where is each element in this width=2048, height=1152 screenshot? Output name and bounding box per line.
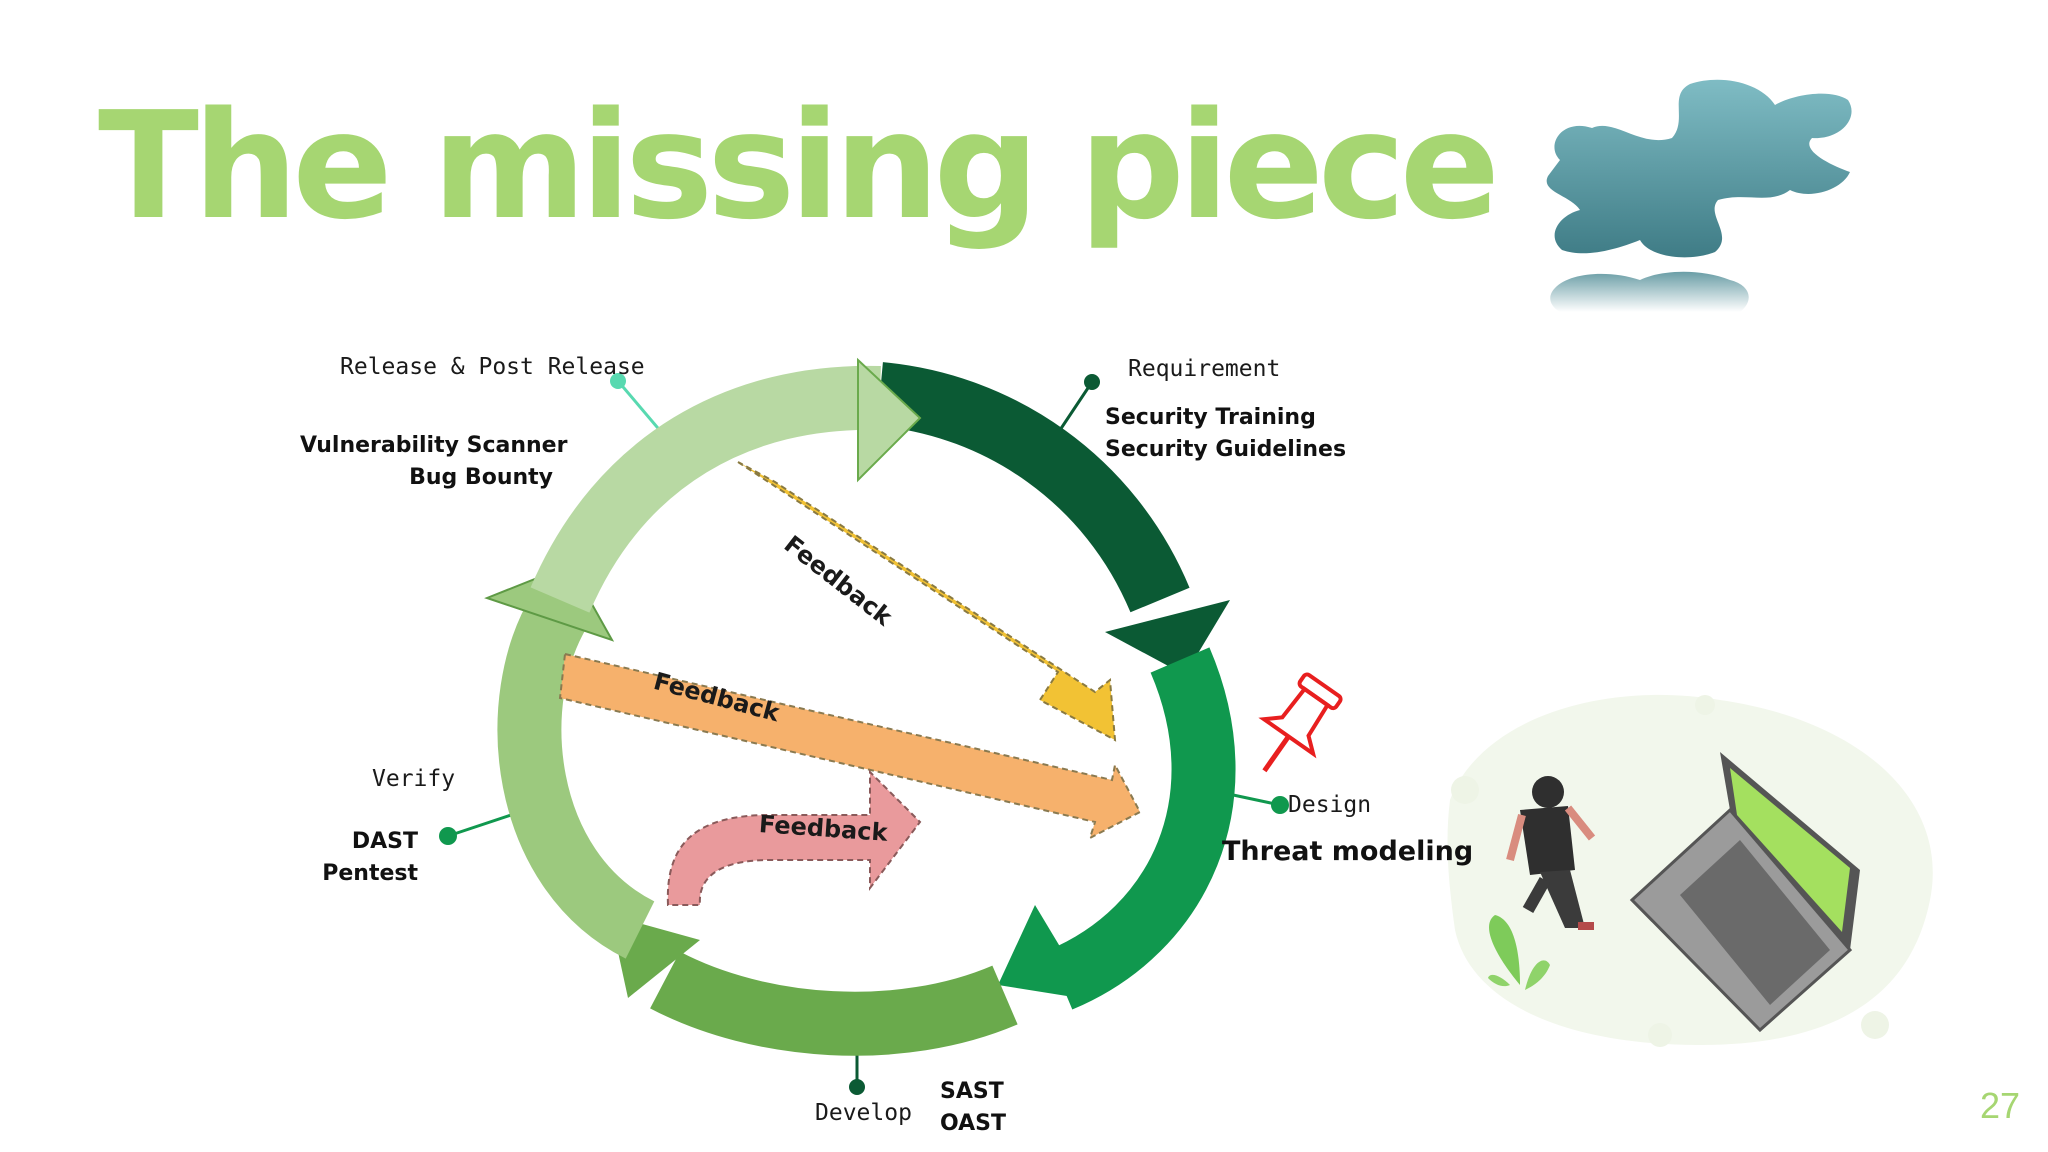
phase-requirement-label: Requirement <box>1128 356 1281 382</box>
person-with-laptop-illustration <box>1447 694 1933 1047</box>
release-dot <box>610 373 626 389</box>
develop-item: SAST <box>940 1079 1004 1104</box>
feedback-arrow-pink <box>666 769 922 906</box>
phase-verify-items: DAST Pentest <box>300 826 418 890</box>
push-pin-icon <box>1258 672 1343 773</box>
arrowhead-dark <box>1105 600 1230 675</box>
verify-item: DAST <box>351 829 418 854</box>
arrowhead-mid <box>998 905 1092 1000</box>
person-figure <box>1506 776 1596 930</box>
feedback-arrow-orange <box>558 652 1142 840</box>
requirement-item: Security Guidelines <box>1105 437 1347 462</box>
verify-dot <box>439 827 457 845</box>
arrowhead-pale <box>857 357 922 483</box>
feedback-arrow-yellow <box>737 461 1117 742</box>
plant-icon <box>1488 915 1550 990</box>
phase-develop-label: Develop <box>815 1100 912 1126</box>
phase-release-items: Vulnerability Scanner Bug Bounty <box>300 430 568 494</box>
sdlc-cycle-ring <box>484 357 1236 1056</box>
threat-modeling-label: Threat modeling <box>1222 836 1474 867</box>
verify-item: Pentest <box>322 861 418 886</box>
release-item: Bug Bounty <box>409 465 553 490</box>
feedback-arrows <box>558 461 1142 906</box>
page-number: 27 <box>1980 1085 2021 1126</box>
develop-item: OAST <box>940 1111 1006 1136</box>
phase-verify-label: Verify <box>372 766 456 792</box>
phase-design-label: Design <box>1288 792 1372 818</box>
requirement-item: Security Training <box>1105 405 1316 430</box>
requirement-dot <box>1084 374 1100 390</box>
phase-develop-items: SAST OAST <box>940 1076 1006 1140</box>
release-item: Vulnerability Scanner <box>300 433 568 458</box>
phase-release-label: Release & Post Release <box>340 354 645 380</box>
laptop-icon <box>1629 752 1860 1033</box>
design-dot <box>1271 796 1289 814</box>
slide-title: The missing piece <box>98 80 1500 252</box>
develop-dot <box>849 1079 865 1095</box>
phase-requirement-items: Security Training Security Guidelines <box>1105 402 1346 466</box>
puzzle-piece-icon <box>1546 79 1852 312</box>
